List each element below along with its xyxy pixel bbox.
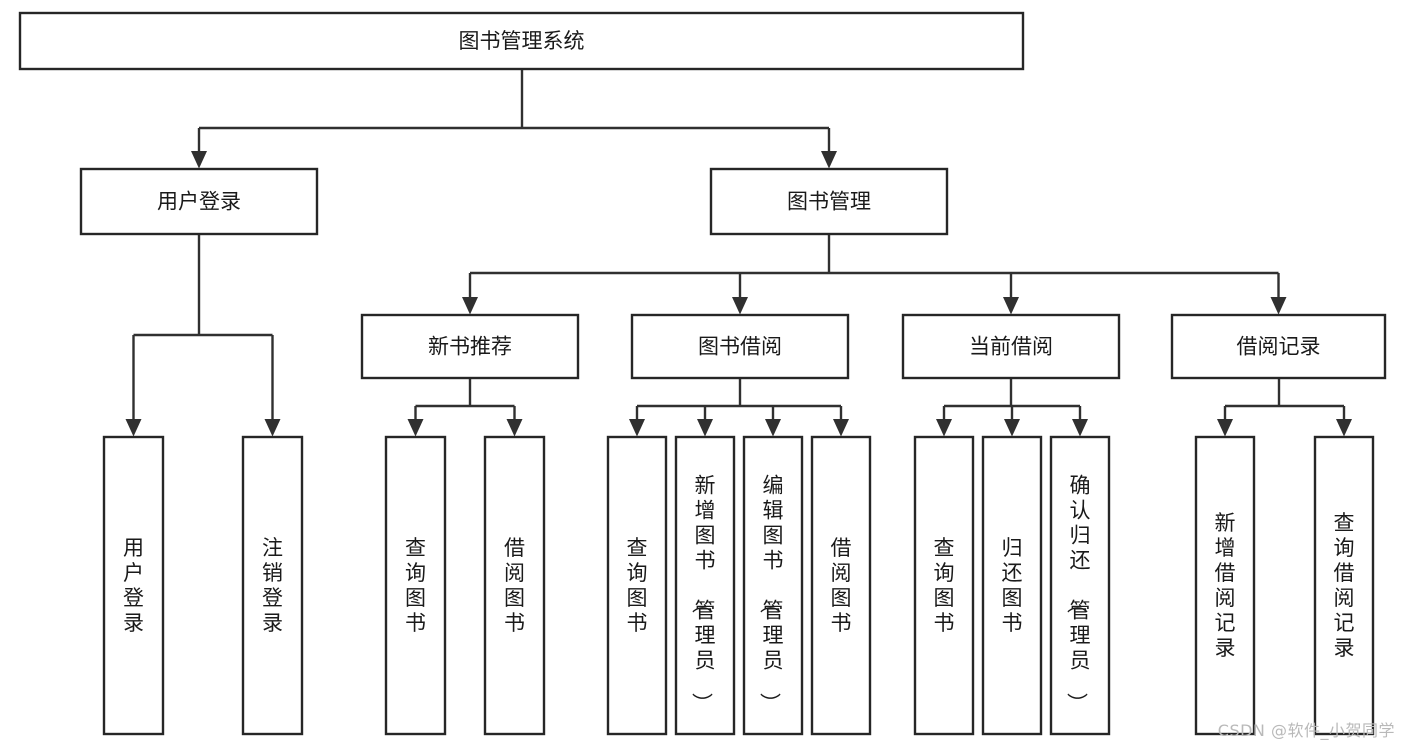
- node-box: [709, 167, 949, 236]
- node-root[interactable]: 图书管理系统: [18, 11, 1025, 71]
- node-new-book-recommend[interactable]: 新书推荐: [360, 313, 580, 380]
- node-box: [1313, 435, 1375, 736]
- node-label: 注销登录: [262, 536, 283, 635]
- node-leaf-query-book-3[interactable]: 查询图书: [913, 435, 975, 736]
- node-leaf-confirm-return[interactable]: 确认归还（管理员）: [1049, 435, 1111, 736]
- arrow-head-icon: [821, 151, 837, 169]
- node-label: 归还图书: [1002, 536, 1023, 635]
- connector-group-user-login: [125, 234, 281, 437]
- node-label: 用户登录: [123, 536, 144, 635]
- connector-group-book-manage: [462, 234, 1287, 315]
- arrow-head-icon: [1336, 419, 1352, 437]
- connector-group-current-borrow: [936, 378, 1088, 437]
- node-box: [674, 435, 736, 736]
- arrow-head-icon: [732, 297, 748, 315]
- node-box: [102, 435, 165, 736]
- node-label: 确认归还（管理员）: [1065, 474, 1091, 714]
- node-leaf-add-book[interactable]: 新增图书（管理员）: [674, 435, 736, 736]
- node-label: 查询借阅记录: [1334, 511, 1355, 660]
- node-label: 图书管理: [787, 190, 871, 214]
- connector-layer: [125, 69, 1352, 437]
- node-leaf-borrow-book-1[interactable]: 借阅图书: [483, 435, 546, 736]
- arrow-head-icon: [1004, 419, 1020, 437]
- node-layer: 图书管理系统用户登录图书管理新书推荐图书借阅当前借阅借阅记录用户登录注销登录查询…: [18, 11, 1387, 736]
- node-box: [384, 435, 447, 736]
- connector-group-borrow-record: [1217, 378, 1352, 437]
- arrow-head-icon: [1072, 419, 1088, 437]
- node-leaf-add-record[interactable]: 新增借阅记录: [1194, 435, 1256, 736]
- node-box: [606, 435, 668, 736]
- node-label: 查询图书: [627, 536, 648, 635]
- node-label: 借阅记录: [1237, 335, 1321, 359]
- node-leaf-borrow-book-2[interactable]: 借阅图书: [810, 435, 872, 736]
- arrow-head-icon: [697, 419, 713, 437]
- arrow-head-icon: [1003, 297, 1019, 315]
- node-box: [79, 167, 319, 236]
- connector-group-new-book-recommend: [407, 378, 523, 437]
- node-box: [1194, 435, 1256, 736]
- node-borrow-record[interactable]: 借阅记录: [1170, 313, 1387, 380]
- node-leaf-query-book-2[interactable]: 查询图书: [606, 435, 668, 736]
- node-leaf-user-logout[interactable]: 注销登录: [241, 435, 304, 736]
- arrow-head-icon: [833, 419, 849, 437]
- node-label: 图书借阅: [698, 335, 782, 359]
- node-label: 新增借阅记录: [1215, 511, 1236, 660]
- node-current-borrow[interactable]: 当前借阅: [901, 313, 1121, 380]
- node-box: [1170, 313, 1387, 380]
- arrow-head-icon: [936, 419, 952, 437]
- arrow-head-icon: [264, 419, 281, 437]
- node-box: [483, 435, 546, 736]
- node-label: 编辑图书（管理员）: [758, 474, 784, 714]
- node-box: [241, 435, 304, 736]
- node-box: [742, 435, 804, 736]
- node-box: [1049, 435, 1111, 736]
- node-book-borrow[interactable]: 图书借阅: [630, 313, 850, 380]
- node-leaf-query-record[interactable]: 查询借阅记录: [1313, 435, 1375, 736]
- arrow-head-icon: [125, 419, 142, 437]
- arrow-head-icon: [629, 419, 645, 437]
- node-book-manage[interactable]: 图书管理: [709, 167, 949, 236]
- node-label: 查询图书: [934, 536, 955, 635]
- node-box: [901, 313, 1121, 380]
- arrow-head-icon: [191, 151, 207, 169]
- node-box: [810, 435, 872, 736]
- node-leaf-edit-book[interactable]: 编辑图书（管理员）: [742, 435, 804, 736]
- node-label: 图书管理系统: [459, 29, 585, 53]
- arrow-head-icon: [407, 419, 424, 437]
- node-leaf-query-book-1[interactable]: 查询图书: [384, 435, 447, 736]
- node-box: [360, 313, 580, 380]
- node-label: 借阅图书: [504, 536, 525, 635]
- node-label: 借阅图书: [831, 536, 852, 635]
- node-leaf-user-login[interactable]: 用户登录: [102, 435, 165, 736]
- arrow-head-icon: [765, 419, 781, 437]
- node-box: [630, 313, 850, 380]
- node-label: 当前借阅: [969, 335, 1053, 359]
- node-box: [913, 435, 975, 736]
- node-label: 查询图书: [405, 536, 426, 635]
- arrow-head-icon: [1270, 297, 1287, 315]
- node-label: 新书推荐: [428, 335, 512, 359]
- node-leaf-return-book[interactable]: 归还图书: [981, 435, 1043, 736]
- connector-group-book-borrow: [629, 378, 849, 437]
- node-user-login[interactable]: 用户登录: [79, 167, 319, 236]
- arrow-head-icon: [1217, 419, 1233, 437]
- arrow-head-icon: [506, 419, 523, 437]
- node-box: [18, 11, 1025, 71]
- arrow-head-icon: [462, 297, 478, 315]
- node-label: 新增图书（管理员）: [690, 474, 716, 714]
- node-box: [981, 435, 1043, 736]
- node-label: 用户登录: [157, 190, 241, 214]
- connector-group-root: [191, 69, 837, 169]
